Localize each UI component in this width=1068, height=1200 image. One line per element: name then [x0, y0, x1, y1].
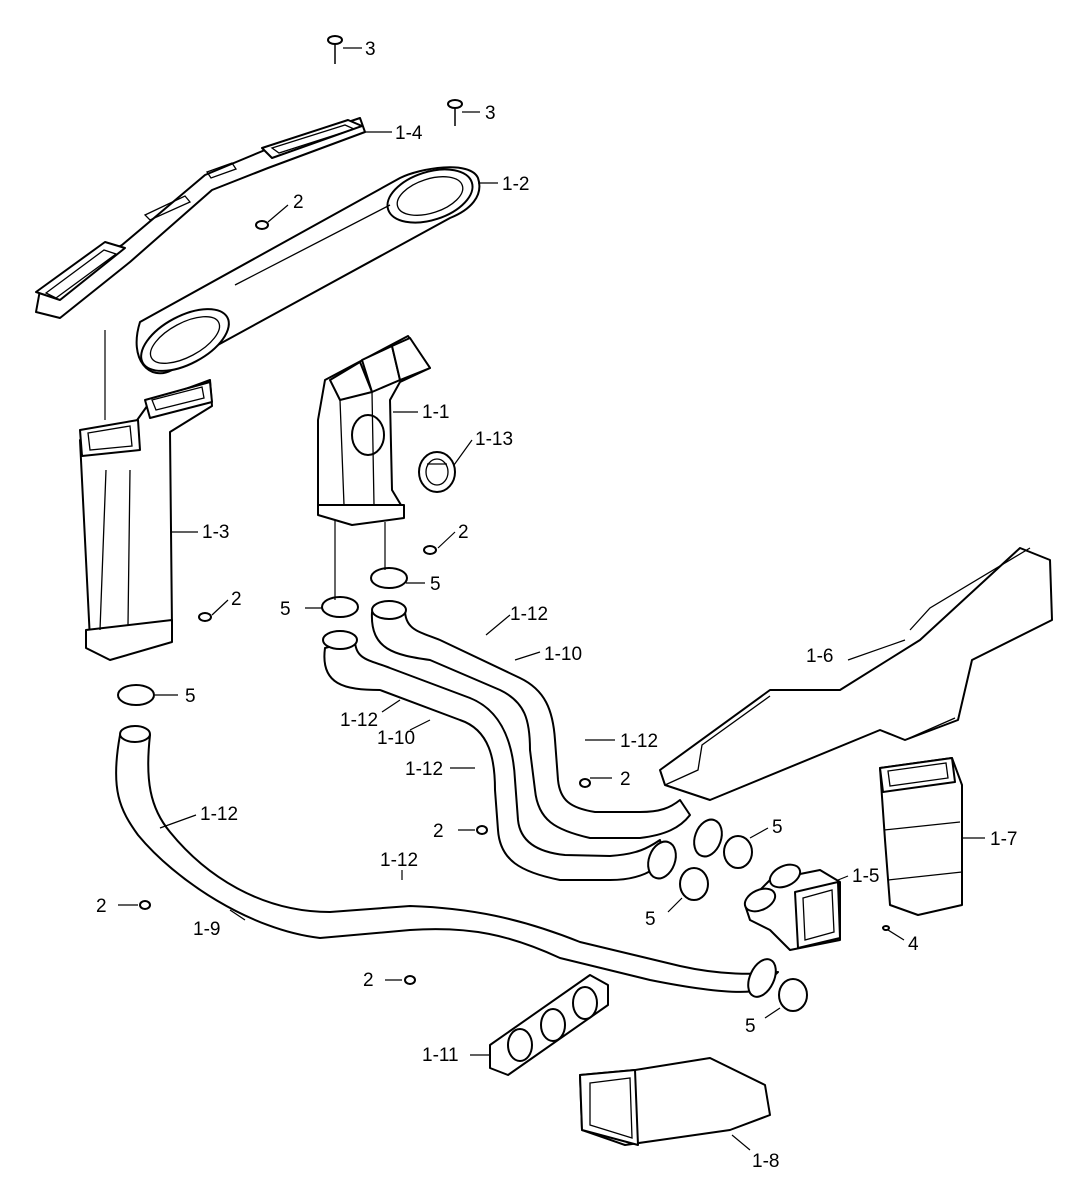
- part-1-8-lower-duct: [579, 1057, 771, 1146]
- callout-5-right-upper: 5: [772, 817, 783, 838]
- hose-clamps: [117, 567, 808, 1012]
- callout-1-5: 1-5: [852, 866, 879, 887]
- callout-2-upper: 2: [293, 192, 304, 213]
- part-1-6-right-duct: [659, 547, 1053, 801]
- screws: [139, 35, 890, 985]
- callout-1-7: 1-7: [990, 829, 1017, 850]
- callout-1-13: 1-13: [475, 429, 513, 450]
- part-1-9-lower-pipe: [115, 725, 779, 998]
- part-1-13-plug: [418, 451, 456, 493]
- callout-5-right-lower: 5: [645, 909, 656, 930]
- callout-1-3: 1-3: [202, 522, 229, 543]
- callout-1-8: 1-8: [752, 1151, 779, 1172]
- callout-5-left: 5: [185, 686, 196, 707]
- callout-1-12-bottom: 1-12: [380, 850, 418, 871]
- callout-1-12-top: 1-12: [510, 604, 548, 625]
- callout-1-4: 1-4: [395, 123, 423, 144]
- part-1-5-connector: [743, 863, 841, 951]
- callout-1-11: 1-11: [422, 1045, 459, 1066]
- callout-5-center-left: 5: [280, 599, 291, 620]
- callout-2-center-lower: 2: [433, 821, 444, 842]
- callout-1-12-right: 1-12: [620, 731, 658, 752]
- part-1-7-rect-duct: [879, 757, 963, 916]
- callout-1-1: 1-1: [422, 402, 449, 423]
- callout-3-top-left: 3: [365, 39, 376, 60]
- callout-2-lower-left: 2: [96, 896, 107, 917]
- callout-2-left: 2: [231, 589, 242, 610]
- part-1-11-plate: [489, 974, 609, 1076]
- callout-5-bottom: 5: [745, 1016, 756, 1037]
- part-1-4-vent-bar: [35, 117, 366, 319]
- callout-1-10-lower: 1-10: [377, 728, 415, 749]
- callout-2-center: 2: [458, 522, 469, 543]
- callout-1-12-center: 1-12: [405, 759, 443, 780]
- callout-2-right: 2: [620, 769, 631, 790]
- callout-1-9: 1-9: [193, 919, 220, 940]
- callout-1-6: 1-6: [806, 646, 833, 667]
- callout-labels: 3 3 1-4 1-2 2 1-1 1-13 1-3 2 2 5 5 5 1-1…: [96, 39, 1017, 1172]
- part-1-3-left-duct: [79, 379, 213, 661]
- part-1-10-twin-pipes: [322, 600, 723, 881]
- callout-3-top-right: 3: [485, 103, 496, 124]
- callout-2-bottom: 2: [363, 970, 374, 991]
- callout-5-center-right: 5: [430, 574, 441, 595]
- part-1-1-center-duct: [317, 335, 431, 526]
- callout-4: 4: [908, 934, 919, 955]
- leader-lines: [104, 47, 985, 1151]
- callout-1-2: 1-2: [502, 174, 529, 195]
- callout-1-10-upper: 1-10: [544, 644, 582, 665]
- part-1-2-long-duct: [135, 166, 481, 375]
- callout-1-12-mid-left: 1-12: [340, 710, 378, 731]
- callout-1-12-lower-left: 1-12: [200, 804, 238, 825]
